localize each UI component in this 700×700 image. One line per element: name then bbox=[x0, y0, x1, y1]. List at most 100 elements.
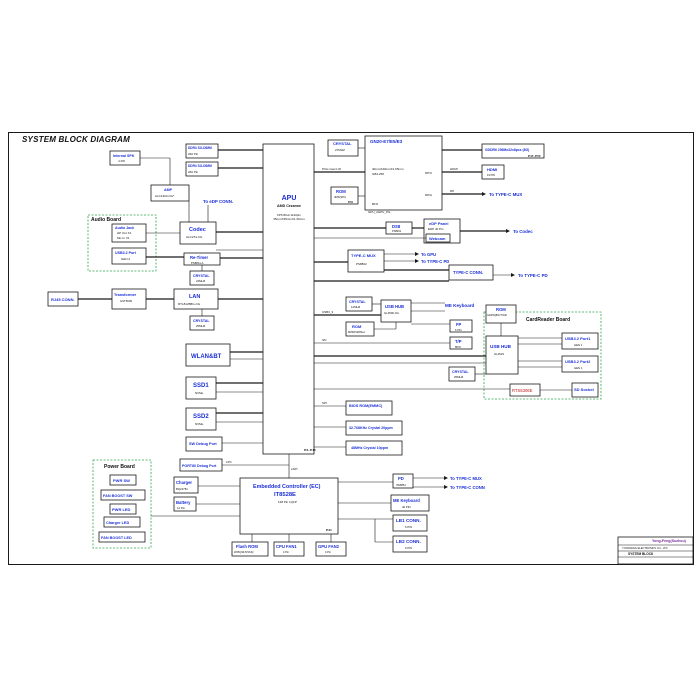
ddr-b-block[interactable] bbox=[185, 161, 219, 177]
to-typec-pd: To TYPE-C PD bbox=[421, 259, 449, 264]
lan-part: RTL8125BG-CG bbox=[178, 302, 201, 306]
pwr-sw-label: PWR SW bbox=[113, 478, 130, 483]
sheet-title: SYSTEM BLOCK bbox=[628, 552, 654, 556]
amp-label: AMP bbox=[164, 188, 173, 192]
dgpu-bottom: BFO bbox=[372, 202, 379, 206]
ddr-a-block[interactable] bbox=[185, 143, 219, 159]
usb3-port2-gen: GEN 1 bbox=[574, 366, 583, 370]
charger-led-block[interactable] bbox=[103, 516, 141, 528]
wlan-block[interactable] bbox=[185, 343, 231, 367]
typec-conn-block[interactable] bbox=[448, 264, 494, 281]
gpu-rom-block[interactable] bbox=[330, 186, 359, 205]
charger-block[interactable] bbox=[173, 476, 199, 494]
sw-debug-block[interactable] bbox=[185, 436, 223, 452]
cpu-fan-label: CPU FAN1 bbox=[276, 544, 297, 549]
usb-hub1-label: USB HUB bbox=[385, 304, 404, 309]
sig-spi: SPI bbox=[322, 401, 327, 405]
fan-boost-sw-block[interactable] bbox=[100, 489, 146, 501]
rev-note: Yong-Feng(Suzhou) bbox=[652, 539, 687, 543]
flash-rom-sub: W25Q32JVSSIQ bbox=[234, 550, 253, 554]
arrow-pd-conn bbox=[444, 485, 448, 489]
diagram-title: SYSTEM BLOCK DIAGRAM bbox=[22, 135, 130, 144]
arrow-to-pd bbox=[415, 259, 419, 263]
sig-dp: DP bbox=[450, 189, 454, 193]
sig-hdmi: HDMI bbox=[450, 167, 458, 171]
sw-debug-label: SW Debug Port bbox=[189, 442, 217, 446]
xtal-32k-block[interactable] bbox=[345, 420, 403, 436]
audio-board-label: Audio Board bbox=[91, 217, 121, 223]
dgpu-block[interactable] bbox=[364, 135, 443, 211]
power-board-frame bbox=[92, 459, 152, 549]
gddr-label: GDDR6 256Mx32x8pcs (8G) bbox=[485, 148, 529, 152]
usb3-port-left-block[interactable] bbox=[111, 247, 147, 265]
fp-sub: 6 PIN bbox=[455, 328, 462, 332]
gpu-rom-page: P.61 bbox=[348, 200, 354, 204]
webcam-label: Webcam bbox=[429, 236, 446, 241]
to-codec: To Codec bbox=[513, 229, 533, 234]
bios-rom-block[interactable] bbox=[345, 400, 393, 416]
ssd2-block[interactable] bbox=[185, 407, 217, 431]
amp-part: ALC1304-CG* bbox=[155, 194, 175, 198]
fan-boost-led-block[interactable] bbox=[98, 531, 146, 543]
ec-block[interactable] bbox=[239, 477, 339, 535]
crystal-gpu-label: CRYSTAL bbox=[333, 141, 352, 146]
lb1-block[interactable] bbox=[392, 514, 428, 532]
bios-rom-label: BIOS ROM(EMMC) bbox=[349, 404, 383, 408]
apu-vendor: AMD Cezanne bbox=[277, 204, 301, 208]
pd-part: ITE8851 bbox=[396, 483, 406, 487]
battery-sub: 12 Pin bbox=[177, 506, 185, 510]
audio-jack-sub2: Mic In X1 bbox=[117, 236, 130, 240]
ddr-a-label: DDR4 SO-DIMM bbox=[188, 146, 212, 150]
me-keyboard-label: ME Keyboard bbox=[393, 498, 420, 503]
usb3-port1-block[interactable] bbox=[561, 332, 599, 350]
dgpu-name: GN20-E7/E5/E3 bbox=[370, 139, 403, 144]
pd-block[interactable] bbox=[392, 473, 414, 489]
gddr-page: P.47~P.50 bbox=[528, 154, 541, 158]
sig-pcie-x8: PCIe Gen4 x8 bbox=[322, 167, 341, 171]
rom-hub-label: ROM bbox=[352, 324, 362, 329]
crystal-lan-label: CRYSTAL bbox=[193, 319, 210, 323]
sd-socket-label: SD Socket bbox=[574, 387, 594, 392]
wlan-label: WLAN&BT bbox=[191, 354, 222, 360]
lb2-sub: 6 PIN bbox=[405, 546, 412, 550]
ssd1-label: SSD1 bbox=[193, 383, 209, 389]
codec-part: ALC274-CG bbox=[186, 235, 203, 239]
pwr-led-block[interactable] bbox=[109, 503, 137, 515]
gpu-rom-label: ROM bbox=[336, 189, 346, 194]
usb3-port2-block[interactable] bbox=[561, 355, 599, 373]
codec-block[interactable] bbox=[179, 221, 217, 245]
to-edp-conn: To eDP CONN. bbox=[203, 199, 233, 204]
usb-hub2-block[interactable] bbox=[485, 335, 519, 375]
transformer-label: Transformer bbox=[114, 293, 137, 297]
fp-block[interactable] bbox=[449, 319, 473, 333]
retimer-label: Re-Timer bbox=[190, 255, 208, 260]
xtal-48m-label: 48MHz Crystal 10ppm bbox=[351, 446, 388, 450]
usb-hub2-label: USB HUB bbox=[490, 344, 512, 349]
rom-hub-sub: M25W128/Sec bbox=[348, 330, 366, 334]
apu-block[interactable] bbox=[262, 143, 315, 455]
arrow-to-gpu bbox=[415, 252, 419, 256]
charger-led-label: Charger LED bbox=[106, 521, 129, 525]
port80-label: PORT80 Debug Port bbox=[182, 464, 217, 468]
sig-lpc: LPC bbox=[226, 460, 233, 464]
edp-panel-sub: EDP 40 Pin bbox=[428, 227, 444, 231]
crystal-gpu-freq: 27MHZ bbox=[335, 148, 345, 152]
int-spk-label: Internal SPK bbox=[113, 154, 135, 158]
ssd1-block[interactable] bbox=[185, 376, 217, 400]
arrow-to-codec bbox=[506, 229, 510, 233]
title-block bbox=[617, 536, 694, 565]
lb2-label: LB2 CONN. bbox=[396, 539, 421, 544]
xtal-48m-block[interactable] bbox=[345, 440, 403, 456]
audio-jack-sub1: HP Out X1 bbox=[117, 231, 132, 235]
gddr-block[interactable] bbox=[481, 143, 545, 159]
rts-label: RTS5306E bbox=[512, 388, 533, 393]
ds8-label: DS8 bbox=[392, 224, 401, 229]
lb2-block[interactable] bbox=[392, 535, 428, 553]
flash-rom-block[interactable] bbox=[231, 541, 269, 557]
crystal-hub1-freq: 12MHZ bbox=[351, 305, 360, 309]
pwr-sw-block[interactable] bbox=[109, 474, 137, 486]
me-keyboard-sub: 40 PIN bbox=[402, 505, 411, 509]
tp-label: T/P bbox=[455, 339, 462, 344]
sig-i2c: I2C bbox=[322, 338, 328, 342]
